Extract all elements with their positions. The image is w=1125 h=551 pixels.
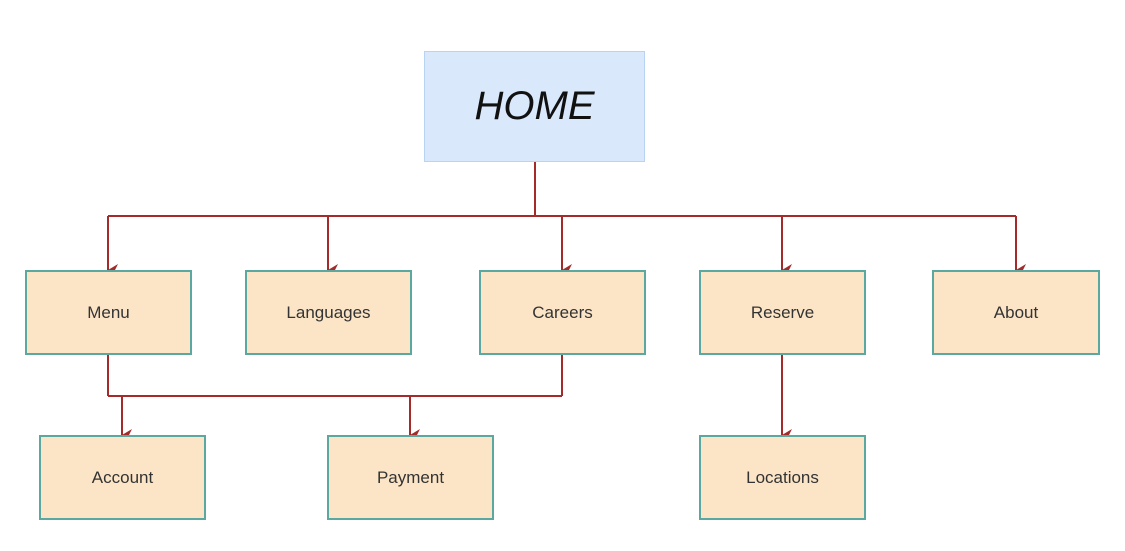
node-reserve: Reserve: [699, 270, 866, 355]
node-home-label: HOME: [474, 84, 595, 128]
node-reserve-label: Reserve: [750, 302, 815, 322]
node-languages-label: Languages: [286, 302, 371, 322]
node-locations: Locations: [699, 435, 866, 520]
node-payment: Payment: [327, 435, 494, 520]
node-home: HOME: [424, 51, 645, 162]
node-payment-label: Payment: [376, 467, 445, 487]
node-menu: Menu: [25, 270, 192, 355]
node-locations-label: Locations: [746, 467, 819, 487]
node-careers-label: Careers: [532, 302, 593, 322]
node-account-label: Account: [91, 467, 154, 487]
node-account: Account: [39, 435, 206, 520]
node-about: About: [932, 270, 1100, 355]
node-careers: Careers: [479, 270, 646, 355]
shared-connector-group: [107, 355, 563, 441]
home-connector-group: [107, 162, 1026, 276]
node-menu-label: Menu: [87, 302, 130, 322]
node-about-label: About: [993, 302, 1039, 322]
node-languages: Languages: [245, 270, 412, 355]
